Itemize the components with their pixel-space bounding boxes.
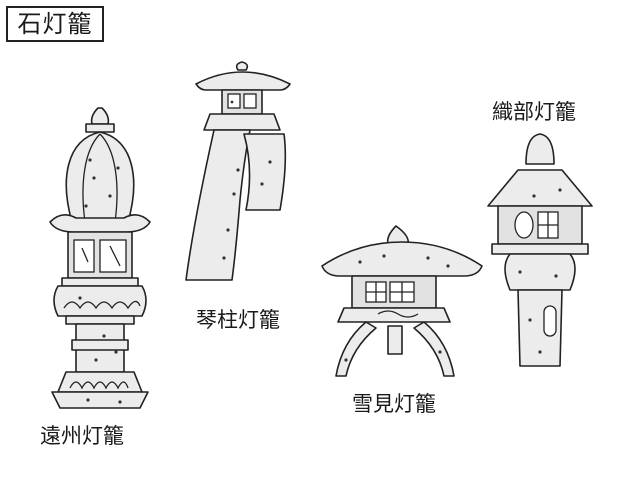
enshu-base-hex [51, 391, 149, 409]
kotoji-short-leg [243, 133, 287, 211]
title-box: 石灯籠 [6, 6, 104, 42]
oribe-bulb [504, 253, 576, 291]
yukimi-leg-right [413, 321, 455, 377]
label-yukimi-lantern: 雪見灯籠 [352, 392, 436, 416]
yukimi-leg-center [387, 325, 403, 355]
yukimi-platform [337, 307, 451, 323]
label-oribe-lantern: 織部灯籠 [492, 100, 576, 124]
oribe-platform [491, 243, 589, 255]
oribe-lantern-drawing [487, 133, 593, 367]
oribe-finial [525, 133, 555, 165]
enshu-roof [65, 131, 135, 223]
enshu-finial [90, 107, 110, 125]
label-kotoji-lantern: 琴柱灯籠 [196, 308, 280, 332]
enshu-roof-flare [49, 214, 151, 233]
label-enshu-lantern: 遠州灯籠 [40, 424, 124, 448]
kotoji-platform [203, 113, 281, 131]
kotoji-lantern-drawing [185, 61, 291, 281]
enshu-lotus-platform [53, 285, 147, 317]
yukimi-leg-left [335, 321, 377, 377]
yukimi-lantern-drawing [321, 225, 483, 377]
kotoji-roof [195, 71, 291, 91]
enshu-lantern-drawing [49, 107, 151, 409]
yukimi-roof [321, 241, 483, 277]
enshu-finial-base [85, 123, 115, 133]
diagram-title: 石灯籠 [17, 10, 93, 38]
oribe-roof [487, 169, 593, 207]
kotoji-long-leg [185, 129, 251, 281]
